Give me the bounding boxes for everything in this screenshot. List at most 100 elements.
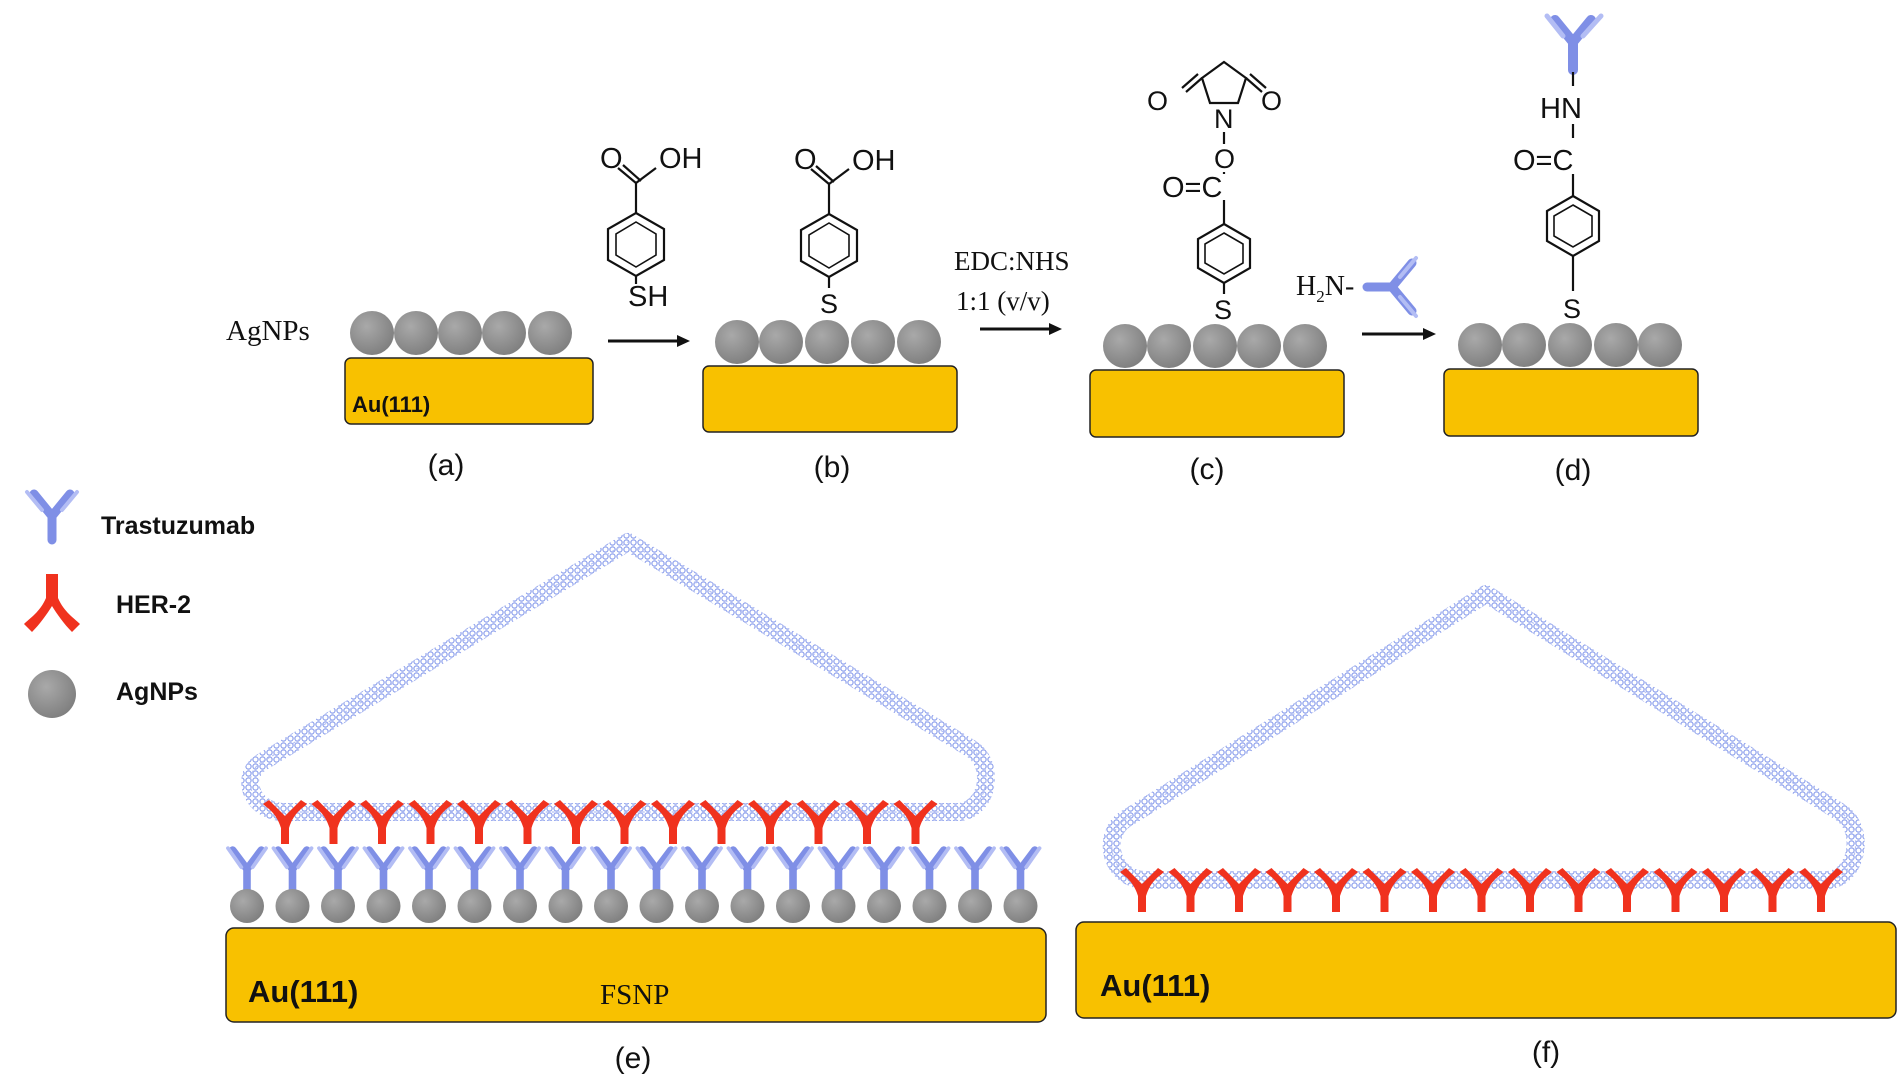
- antibody-icon: [1002, 848, 1040, 890]
- panel-e: Au(111) FSNP (e): [225, 533, 1047, 1075]
- panel-d: HN O=C S (d): [1443, 13, 1699, 487]
- ester-carbonyl-label: O=C: [1162, 172, 1222, 204]
- antibody-icon: [638, 848, 676, 890]
- nhs-ester-intermediate: O O N O O=C S: [1147, 60, 1282, 325]
- panel-label-c: (c): [1190, 453, 1225, 486]
- agnp-particle: [1003, 889, 1038, 923]
- imide-o-right: O: [1261, 86, 1282, 116]
- agnp-particle: [321, 889, 355, 923]
- agnp-particle: [594, 889, 628, 923]
- her2-receptor-icon: [24, 574, 80, 632]
- antibody-icon: [592, 848, 630, 890]
- agnp-row: [350, 311, 572, 355]
- amine-h-label: H2N-: [1296, 271, 1354, 306]
- agnp-particle: [366, 889, 401, 923]
- antibody-icon: [683, 848, 721, 890]
- agnp-row: [715, 320, 941, 364]
- thioether-label: S: [820, 289, 838, 319]
- panel-label-d: (d): [1555, 454, 1592, 487]
- antibody-icon: [1362, 256, 1418, 318]
- ester-o-label: O: [1214, 144, 1235, 174]
- au111-label-f: Au(111): [1100, 968, 1210, 1003]
- fsnp-label: FSNP: [600, 979, 669, 1011]
- thiol-label: SH: [628, 281, 668, 313]
- mercaptobenzoic-acid-reagent: O OH SH: [600, 143, 703, 313]
- antibody-icon: [25, 489, 79, 545]
- panel-a: AgNPs Au(111) (a): [226, 311, 594, 482]
- antibody-icon: [228, 848, 266, 890]
- antibody-icon: [820, 848, 858, 890]
- au111-label-a: Au(111): [352, 392, 430, 417]
- amide-carbonyl-label: O=C: [1513, 145, 1573, 177]
- agnp-particle: [958, 889, 992, 923]
- reagent-ratio: 1:1 (v/v): [956, 286, 1050, 316]
- agnp-row: [230, 889, 1038, 923]
- panel-label-e: (e): [615, 1042, 652, 1075]
- agnp-particle: [275, 889, 310, 923]
- antibody-icon: [274, 848, 312, 890]
- legend-label: AgNPs: [116, 678, 198, 706]
- antibody-icon: [956, 848, 994, 890]
- gold-substrate: [1075, 921, 1897, 1019]
- antibody-icon: [865, 848, 903, 890]
- panel-label-b: (b): [814, 451, 851, 484]
- agnp-particle: [867, 889, 901, 923]
- antibody-icon: [501, 848, 539, 890]
- antibody-icon: [547, 848, 585, 890]
- imide-n-label: N: [1214, 104, 1234, 134]
- agnps-label: AgNPs: [226, 315, 310, 347]
- imide-o-left: O: [1147, 86, 1168, 116]
- agnp-particle: [412, 889, 446, 923]
- panel-label-a: (a): [428, 449, 465, 482]
- panel-b: O OH S (b): [702, 144, 958, 484]
- amide-linked-antibody: HN O=C S: [1513, 13, 1604, 324]
- thioether-label: S: [1214, 295, 1232, 325]
- antibody-icon: [774, 848, 812, 890]
- antibody-icon: [1544, 13, 1604, 75]
- antibody-icon: [365, 848, 403, 890]
- legend-item-agnps: AgNPs: [28, 670, 198, 718]
- antibody-icon: [319, 848, 357, 890]
- legend-item-trastuzumab: Trastuzumab: [25, 489, 255, 545]
- hydroxyl-label: OH: [852, 145, 896, 177]
- hydroxyl-label: OH: [659, 143, 703, 175]
- legend: Trastuzumab HER-2 AgNPs: [24, 489, 255, 718]
- antibody-icon: [911, 848, 949, 890]
- agnp-particle: [639, 889, 674, 923]
- agnp-particle: [730, 889, 765, 923]
- agnp-particle: [685, 889, 719, 923]
- agnp-particle: [457, 889, 492, 923]
- agnp-particle: [776, 889, 810, 923]
- agnp-row: [1103, 324, 1327, 368]
- gold-substrate: [702, 365, 958, 433]
- gold-substrate: [225, 927, 1047, 1023]
- antibody-icon: [729, 848, 767, 890]
- thioether-label: S: [1563, 294, 1581, 324]
- agnp-particle: [503, 889, 537, 923]
- carbonyl-o-label: O: [600, 143, 623, 175]
- antibody-icon: [410, 848, 448, 890]
- legend-label: Trastuzumab: [101, 512, 255, 540]
- vesicle-membrane: [241, 533, 995, 821]
- au111-label-e: Au(111): [248, 974, 358, 1009]
- vesicle-membrane: [1102, 585, 1865, 889]
- silver-nanoparticle-icon: [28, 670, 76, 718]
- gold-substrate: [344, 357, 594, 425]
- reaction-arrow-ab: [608, 335, 690, 347]
- amide-nh-label: HN: [1540, 93, 1582, 125]
- gold-substrate: [1443, 368, 1699, 437]
- agnp-particle: [821, 889, 856, 923]
- agnp-particle: [548, 889, 583, 923]
- reaction-arrow-cd: H2N-: [1296, 256, 1436, 340]
- antibody-icon: [456, 848, 494, 890]
- reagent-edc-nhs: EDC:NHS: [954, 246, 1070, 276]
- carbonyl-o-label: O: [794, 144, 817, 176]
- panel-label-f: (f): [1532, 1036, 1560, 1069]
- agnp-particle: [230, 889, 264, 923]
- agnp-particle: [912, 889, 947, 923]
- antibody-row: [228, 848, 1040, 890]
- reaction-arrow-bc: EDC:NHS 1:1 (v/v): [954, 246, 1070, 335]
- panel-f: Au(111) (f): [1075, 585, 1897, 1069]
- mba-monolayer: O OH S: [794, 144, 896, 319]
